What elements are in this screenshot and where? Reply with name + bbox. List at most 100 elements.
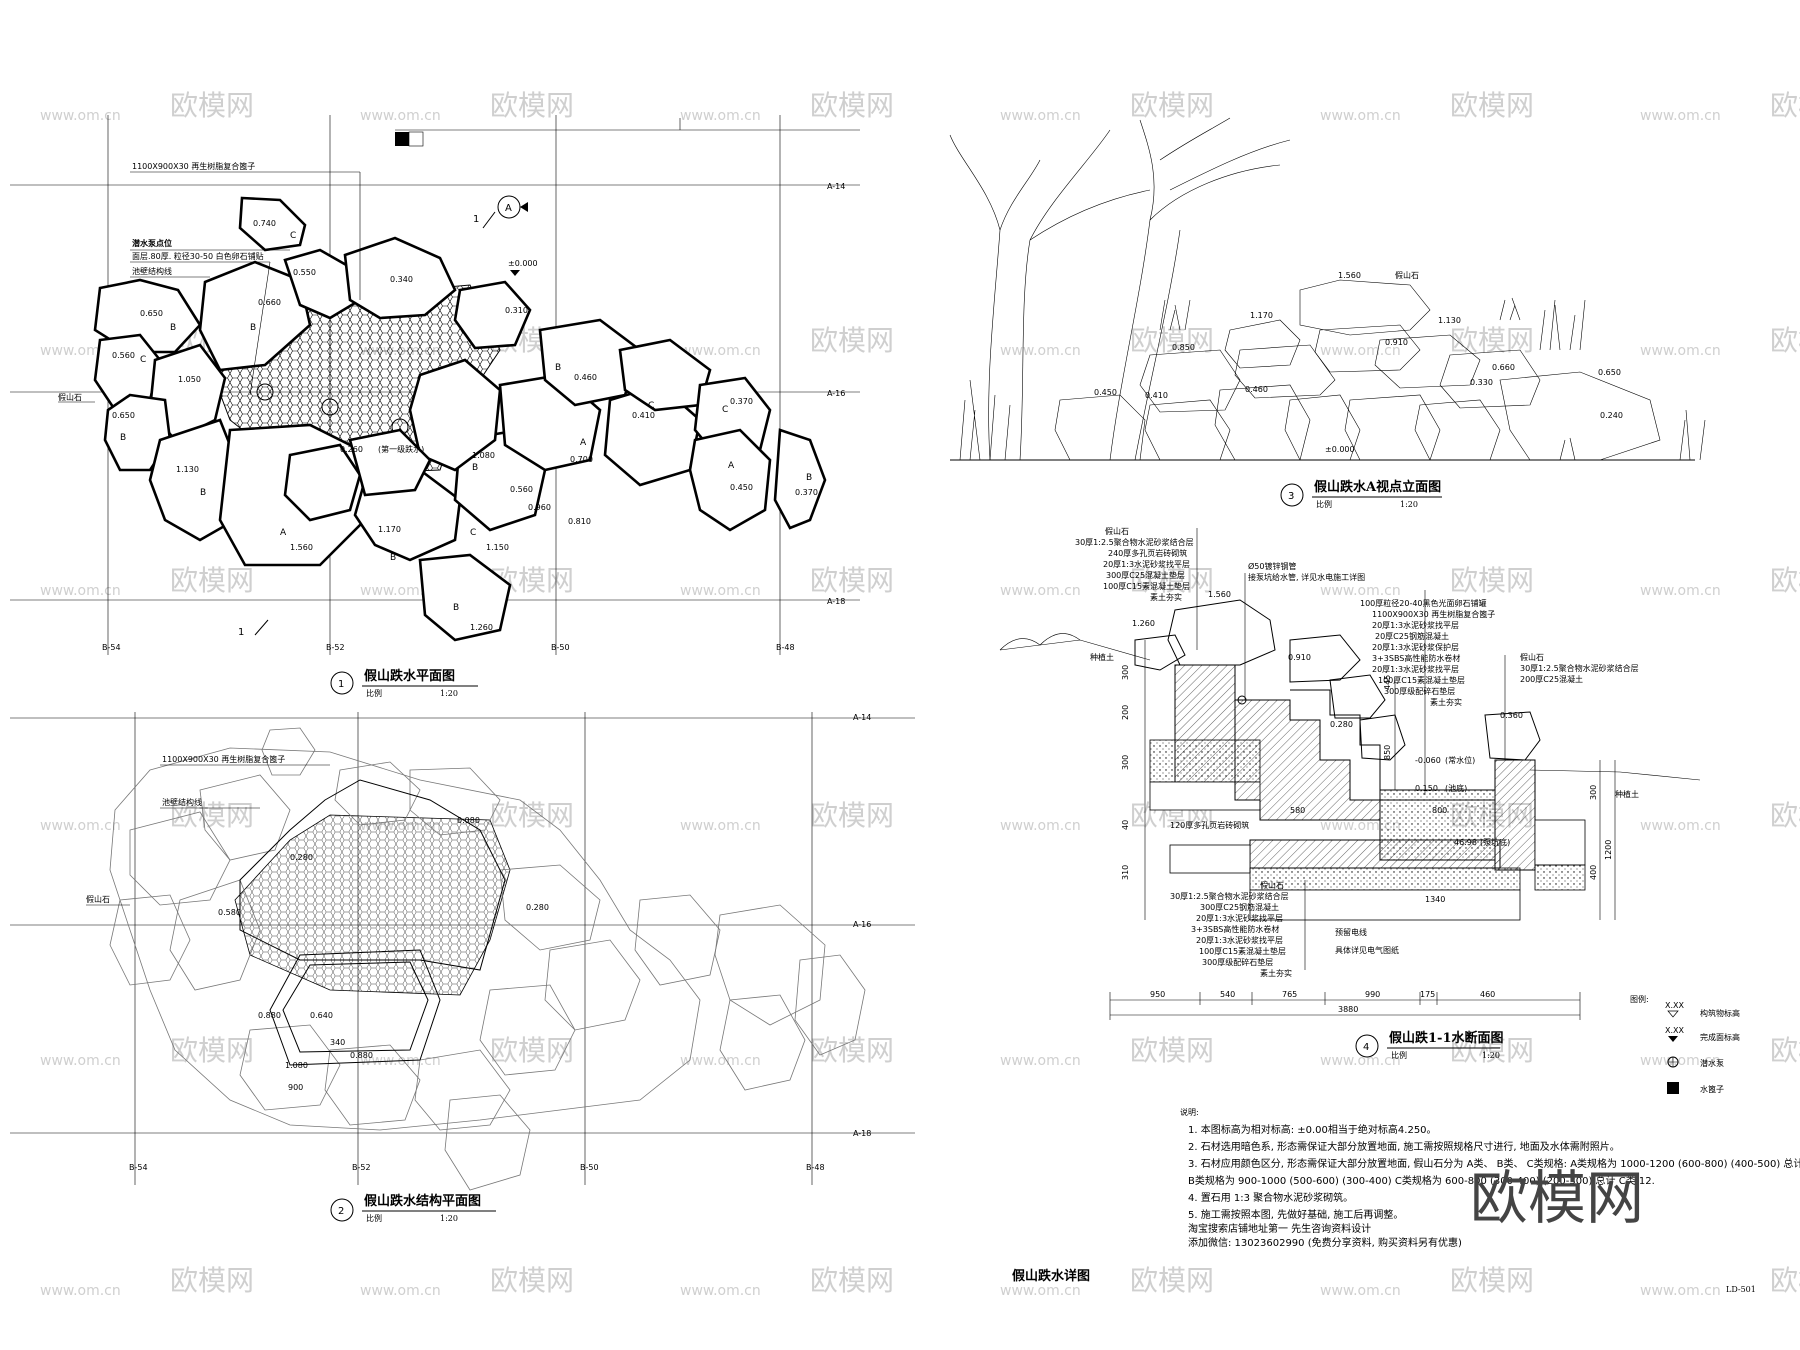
grid-a18: A-18 bbox=[853, 1129, 871, 1138]
watermark-brand: 欧模网 bbox=[1450, 1034, 1534, 1067]
scale-value: 1:20 bbox=[440, 689, 458, 698]
watermark-brand: 欧模网 bbox=[1770, 799, 1800, 832]
svg-text:20厚1:3水泥砂浆找平层: 20厚1:3水泥砂浆找平层 bbox=[1196, 913, 1283, 923]
rock-level: 0.960 bbox=[528, 503, 551, 512]
note-line: 2. 石材选用暗色系, 形态需保证大部分放置地面, 施工需按照规格尺寸进行, 地… bbox=[1188, 1140, 1620, 1153]
legend-item: 水篦子 bbox=[1700, 1084, 1724, 1094]
section-left-level: 1.260 bbox=[1132, 619, 1155, 628]
section-right-top-callouts: 100厚粒径20-40黑色光面卵石铺罐 1100X900X30 再生树脂复合篦子… bbox=[1360, 598, 1495, 707]
section-dim: 175 bbox=[1420, 990, 1435, 999]
rock-level: 0.370 bbox=[795, 488, 818, 497]
svg-text:假山石: 假山石 bbox=[1105, 526, 1129, 536]
plan-rockery-note: 假山石 bbox=[58, 392, 82, 402]
watermark-brand: 欧模网 bbox=[1450, 89, 1534, 122]
watermark-brand: 欧模网 bbox=[1450, 1264, 1534, 1297]
section-dim: 800 bbox=[1432, 806, 1447, 815]
view-title: 假山跌水A视点立面图 bbox=[1314, 479, 1441, 495]
legend-elev-sample: X.XX bbox=[1665, 1026, 1685, 1035]
view-title: 假山跌水平面图 bbox=[364, 668, 455, 684]
rock-level: 1.150 bbox=[486, 543, 509, 552]
grid-a16: A-16 bbox=[853, 920, 871, 929]
rock-level: 1.170 bbox=[378, 525, 401, 534]
grate-icon bbox=[1667, 1082, 1679, 1094]
rock-level: 0.560 bbox=[510, 485, 533, 494]
section-mark-top: 1 bbox=[473, 214, 479, 225]
section-water-level: -0.060 bbox=[1415, 756, 1441, 765]
section-pipe-note: 接泵坑给水管, 详见水电施工详图 bbox=[1248, 572, 1365, 582]
watermark-brand: 欧模网 bbox=[1770, 564, 1800, 597]
watermark-brand: 欧模网 bbox=[810, 564, 894, 597]
grid-b52: B-52 bbox=[352, 1163, 371, 1172]
rock-level: 0.260 bbox=[340, 445, 363, 454]
note-line: 5. 施工需按照本图, 先做好基础, 施工后再调整。 bbox=[1188, 1208, 1403, 1221]
elev-level: 0.450 bbox=[1094, 388, 1117, 397]
elev-level: 0.330 bbox=[1470, 378, 1493, 387]
struct-dim: 0.880 bbox=[350, 1051, 373, 1060]
struct-pond bbox=[234, 814, 511, 996]
watermark-url: www.om.cn bbox=[1320, 583, 1401, 599]
rock-class: C bbox=[470, 528, 476, 538]
watermark-brand: 欧模网 bbox=[1130, 1034, 1214, 1067]
rock-class: B bbox=[472, 463, 478, 473]
watermark-brand: 欧模网 bbox=[1130, 324, 1214, 357]
elev-level: 0.650 bbox=[1598, 368, 1621, 377]
rock-class: B bbox=[453, 603, 459, 613]
view-number-circle bbox=[330, 1198, 354, 1222]
section-vdim: 40 bbox=[1121, 820, 1130, 830]
rock-level: 1.260 bbox=[470, 623, 493, 632]
svg-text:100厚C15素混凝土垫层: 100厚C15素混凝土垫层 bbox=[1103, 581, 1190, 591]
rock-class: A bbox=[580, 438, 587, 448]
section-vdim: 400 bbox=[1589, 865, 1598, 880]
struct-dim: 1.080 bbox=[285, 1061, 308, 1070]
watermark-brand: 欧模网 bbox=[810, 799, 894, 832]
watermark-brand: 欧模网 bbox=[810, 89, 894, 122]
watermark-url: www.om.cn bbox=[1320, 1283, 1401, 1299]
watermark-brand: 欧模网 bbox=[1770, 1264, 1800, 1297]
grid-a14: A-14 bbox=[827, 182, 845, 191]
rock-class: A bbox=[280, 528, 287, 538]
elev-level: 0.240 bbox=[1600, 411, 1623, 420]
elev-rocks bbox=[1054, 279, 1661, 461]
section-pit-level: 46.98 bbox=[1454, 838, 1477, 847]
section-vdim: 310 bbox=[1121, 865, 1130, 880]
rock-class: C bbox=[722, 405, 728, 415]
watermark-url: www.om.cn bbox=[1000, 108, 1081, 124]
watermark-brand: 欧模网 bbox=[1770, 324, 1800, 357]
view-number: 3 bbox=[1288, 491, 1294, 502]
watermark-url: www.om.cn bbox=[680, 1053, 761, 1069]
rock-level: 0.460 bbox=[574, 373, 597, 382]
finished-elevation-icon bbox=[1668, 1036, 1678, 1042]
rock-level: 0.650 bbox=[140, 309, 163, 318]
grid-b52: B-52 bbox=[326, 643, 345, 652]
section-pool-level: 0.150 bbox=[1415, 784, 1438, 793]
svg-text:1100X900X30 再生树脂复合篦子: 1100X900X30 再生树脂复合篦子 bbox=[1372, 609, 1495, 619]
grid-a14: A-14 bbox=[853, 713, 871, 722]
grid-b54: B-54 bbox=[129, 1163, 148, 1172]
section-vdim: 445 bbox=[1383, 675, 1392, 690]
struct-dim: 340 bbox=[330, 1038, 345, 1047]
watermark-url: www.om.cn bbox=[1640, 1283, 1721, 1299]
elevation-icon bbox=[1667, 1010, 1679, 1018]
watermark-brand: 欧模网 bbox=[1130, 1264, 1214, 1297]
watermark-brand: 欧模网 bbox=[1130, 564, 1214, 597]
plan-rocks bbox=[93, 196, 827, 642]
sheet-number: LD-501 bbox=[1726, 1285, 1756, 1294]
watermark-brand: 欧模网 bbox=[810, 324, 894, 357]
rock-level: 0.740 bbox=[253, 219, 276, 228]
section-brick-note: 120厚多孔页岩砖砌筑 bbox=[1170, 820, 1249, 830]
section-dim: 990 bbox=[1365, 990, 1380, 999]
section-dim: 950 bbox=[1150, 990, 1165, 999]
watermark-url: www.om.cn bbox=[40, 818, 121, 834]
legend-title: 图例: bbox=[1630, 994, 1649, 1004]
rock-level: 0.410 bbox=[632, 411, 655, 420]
scale-label: 比例 bbox=[1391, 1050, 1407, 1060]
rock-level: 0.810 bbox=[568, 517, 591, 526]
rock-level: 1.080 bbox=[472, 451, 495, 460]
svg-text:30厚1:2.5聚合物水泥砂浆结合层: 30厚1:2.5聚合物水泥砂浆结合层 bbox=[1075, 537, 1194, 547]
rock-level: 0.450 bbox=[730, 483, 753, 492]
rock-level: 0.650 bbox=[112, 411, 135, 420]
grid-b48: B-48 bbox=[776, 643, 795, 652]
watermark-url: www.om.cn bbox=[40, 1283, 121, 1299]
rock-class: B bbox=[120, 433, 126, 443]
